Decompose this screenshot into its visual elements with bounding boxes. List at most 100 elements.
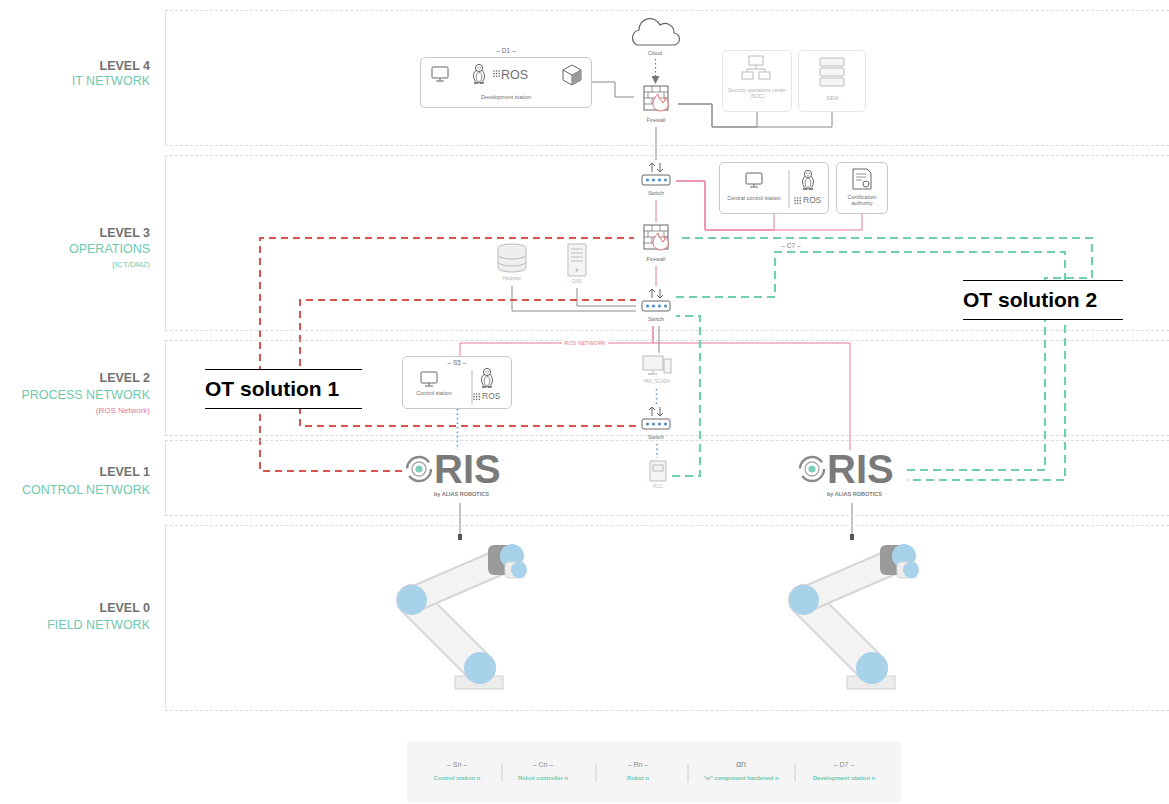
graphic-part bbox=[596, 764, 597, 782]
network-connector bbox=[577, 288, 636, 306]
node-text: SIEM bbox=[798, 96, 866, 102]
node-text: Switch bbox=[636, 316, 676, 322]
graphic-part bbox=[652, 422, 655, 425]
node-text: (ICT/DMZ) bbox=[5, 260, 150, 269]
legend-text: – D7 – bbox=[809, 761, 879, 769]
graphic-part bbox=[646, 304, 649, 307]
graphic-part bbox=[853, 169, 871, 189]
graphic-part bbox=[480, 67, 481, 68]
graphic-part bbox=[804, 170, 811, 177]
node-text: LEVEL 1 bbox=[5, 465, 150, 479]
node-text: Cloud bbox=[627, 50, 683, 56]
node-text: RIS bbox=[434, 449, 512, 489]
network-node: Firewall bbox=[634, 83, 678, 127]
graphic-part bbox=[436, 78, 444, 81]
node-text: ROS bbox=[501, 68, 551, 82]
node-text: FIELD NETWORK bbox=[5, 618, 150, 632]
node-text: HMI_SCADA bbox=[637, 379, 677, 384]
graphic-part bbox=[644, 225, 668, 249]
graphic-part bbox=[498, 75, 500, 77]
graphic-part bbox=[397, 585, 427, 615]
node-text: Certification authority bbox=[838, 194, 886, 207]
faded-box-outline bbox=[722, 50, 792, 112]
graphic-part bbox=[789, 170, 790, 208]
network-node: DNS bbox=[561, 242, 593, 288]
graphic-part bbox=[852, 503, 853, 536]
network-node: Cloud bbox=[627, 15, 683, 59]
robot-arm bbox=[397, 544, 527, 689]
graphic-part bbox=[576, 269, 579, 272]
network-level-band: LEVEL 0 FIELD NETWORK bbox=[0, 525, 1169, 711]
graphic-part bbox=[496, 70, 498, 72]
node-text: Development station bbox=[420, 94, 592, 100]
graphic-part bbox=[502, 764, 503, 782]
graphic-part bbox=[658, 422, 661, 425]
graphic-part bbox=[571, 249, 583, 261]
graphic-part bbox=[799, 197, 801, 199]
graphic-part bbox=[649, 407, 663, 416]
graphic-part bbox=[425, 383, 433, 386]
graphic-part bbox=[644, 225, 668, 249]
legend-text: “α” component hardened n bbox=[699, 775, 783, 782]
graphic-part bbox=[407, 457, 431, 481]
graphic-part bbox=[493, 73, 495, 75]
node-text: – S5 – bbox=[402, 359, 512, 366]
network-node: Firewall bbox=[634, 222, 678, 266]
graphic-part bbox=[809, 173, 810, 174]
node-text: LEVEL 0 bbox=[5, 601, 150, 615]
graphic-part bbox=[478, 393, 480, 395]
band-outline bbox=[165, 440, 1169, 516]
graphic-part bbox=[797, 197, 799, 199]
graphic-part bbox=[460, 503, 461, 536]
network-node: RISby ALIAS ROBOTICS bbox=[795, 450, 907, 502]
robot-cable bbox=[458, 503, 854, 540]
graphic-part bbox=[649, 163, 663, 172]
legend-text: Control station n bbox=[417, 775, 497, 782]
graphic-part bbox=[820, 58, 844, 66]
node-text: (ROS Network) bbox=[5, 406, 150, 415]
network-connector bbox=[678, 238, 1092, 470]
node-text: Security operations center (SOC) bbox=[725, 88, 789, 100]
graphic-part bbox=[799, 200, 801, 202]
network-node: Historian bbox=[489, 242, 535, 286]
network-node: Certification authority bbox=[836, 162, 888, 214]
graphic-part bbox=[642, 301, 670, 311]
legend-panel bbox=[407, 742, 901, 802]
graphic-part bbox=[805, 179, 811, 188]
graphic-part bbox=[493, 70, 495, 72]
graphic-part bbox=[794, 197, 796, 199]
graphic-part bbox=[475, 64, 482, 71]
network-node: SIEM bbox=[798, 50, 866, 112]
graphic-part bbox=[458, 534, 462, 540]
graphic-part bbox=[476, 396, 478, 398]
graphic-part bbox=[803, 188, 813, 189]
legend-text: αn bbox=[706, 759, 776, 769]
network-node: HMI_SCADA bbox=[637, 353, 677, 389]
graphic-part bbox=[805, 462, 819, 476]
graphic-part bbox=[642, 419, 670, 429]
graphic-part bbox=[644, 86, 668, 110]
node-icon bbox=[798, 50, 866, 112]
graphic-part bbox=[568, 244, 586, 276]
network-connector bbox=[656, 127, 657, 160]
graphic-part bbox=[799, 202, 801, 204]
graphic-part bbox=[806, 173, 807, 174]
graphic-part bbox=[483, 368, 490, 375]
graphic-part bbox=[648, 370, 658, 374]
reference-code: – C7 – bbox=[768, 242, 814, 249]
graphic-part bbox=[649, 289, 663, 298]
network-node: PLC bbox=[644, 458, 672, 494]
node-text: OPERATIONS bbox=[5, 242, 150, 256]
graphic-part bbox=[476, 398, 478, 400]
graphic-part bbox=[473, 396, 475, 398]
graphic-part bbox=[863, 181, 869, 187]
graphic-part bbox=[474, 82, 484, 83]
graphic-part bbox=[794, 200, 796, 202]
graphic-part bbox=[415, 465, 422, 472]
graphic-part bbox=[664, 304, 667, 307]
legend-text: Development station n bbox=[799, 775, 889, 782]
network-connector bbox=[656, 389, 658, 404]
